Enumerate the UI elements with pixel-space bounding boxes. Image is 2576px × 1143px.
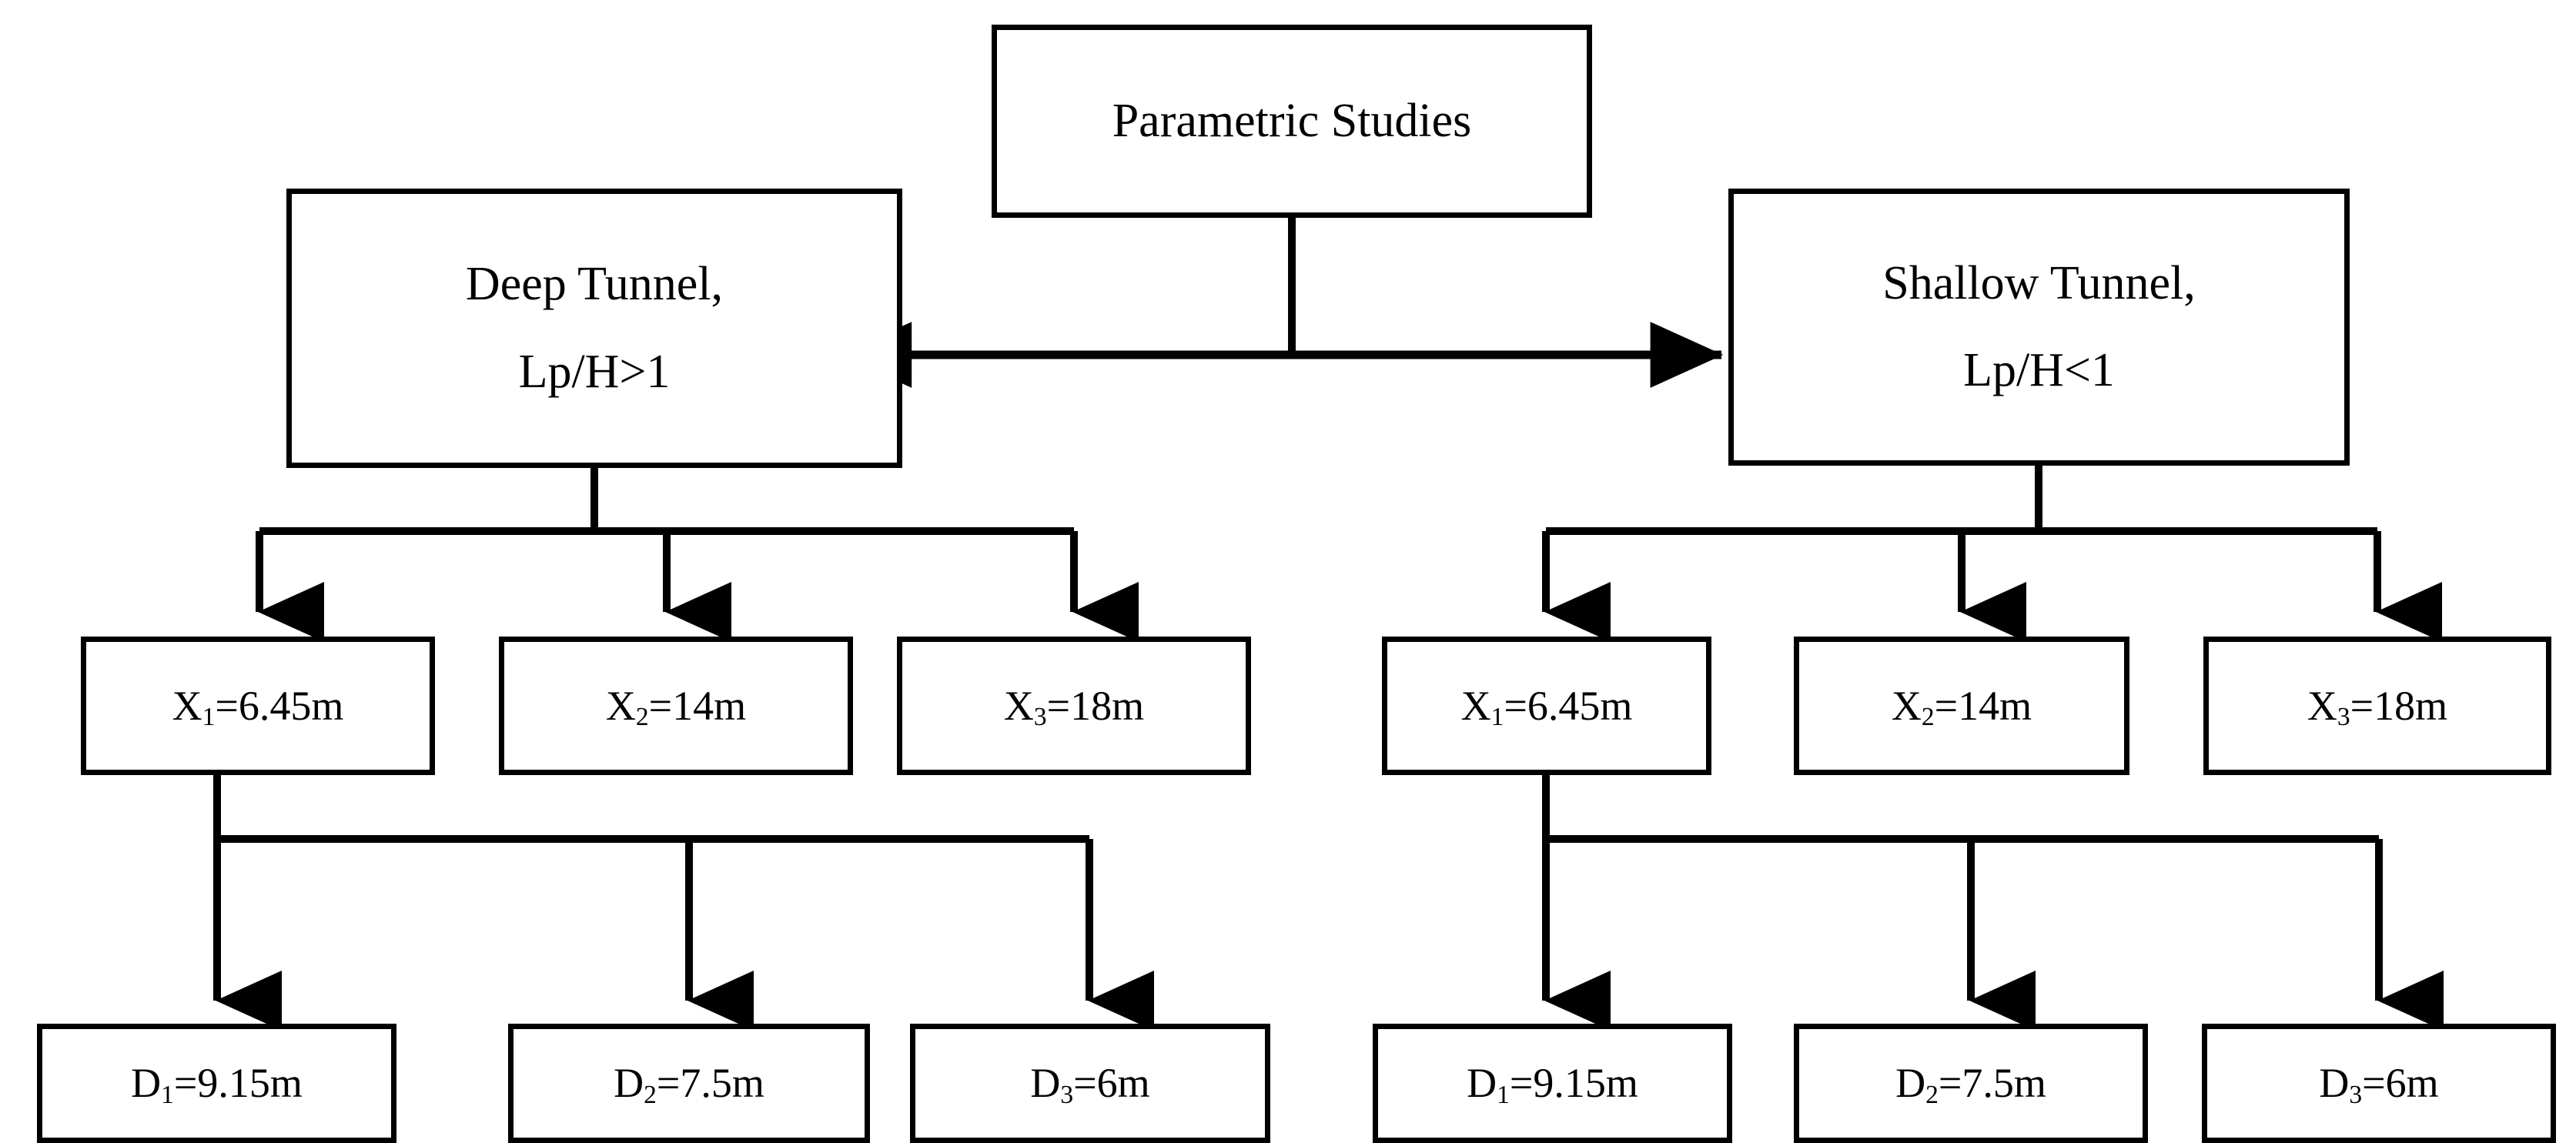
node-deep-x2[interactable]: X2=14m [499, 637, 853, 775]
node-shallow-x1[interactable]: X1=6.45m [1382, 637, 1711, 775]
node-deep-x3-label: X3=18m [1003, 682, 1145, 732]
node-shallow-x2-label: X2=14m [1891, 682, 2032, 732]
node-shallow-tunnel-label-line1: Shallow Tunnel, [1882, 256, 2196, 309]
node-shallow-tunnel[interactable]: Shallow Tunnel, Lp/H<1 [1728, 189, 2350, 466]
node-deep-tunnel-label-line1: Deep Tunnel, [465, 258, 724, 311]
node-shallow-x1-label: X1=6.45m [1460, 682, 1633, 732]
node-deep-x2-label: X2=14m [605, 682, 747, 732]
node-deep-d3[interactable]: D3=6m [910, 1024, 1270, 1143]
node-shallow-d3[interactable]: D3=6m [2202, 1024, 2556, 1143]
node-shallow-x2[interactable]: X2=14m [1794, 637, 2129, 775]
node-shallow-x3[interactable]: X3=18m [2203, 637, 2551, 775]
node-shallow-x3-label: X3=18m [2307, 682, 2448, 732]
node-shallow-tunnel-label-line2: Lp/H<1 [1963, 344, 2115, 396]
node-shallow-d3-label: D3=6m [2319, 1060, 2439, 1109]
node-shallow-d1-label: D1=9.15m [1467, 1060, 1638, 1109]
node-deep-tunnel-label-line2: Lp/H>1 [518, 345, 671, 398]
node-deep-d3-label: D3=6m [1030, 1060, 1150, 1109]
node-parametric-studies[interactable]: Parametric Studies [992, 25, 1592, 218]
node-deep-d1-label: D1=9.15m [131, 1060, 303, 1109]
node-deep-x1-label: X1=6.45m [172, 682, 344, 732]
node-deep-d2[interactable]: D2=7.5m [508, 1024, 870, 1143]
node-deep-d1[interactable]: D1=9.15m [37, 1024, 396, 1143]
node-deep-x1[interactable]: X1=6.45m [81, 637, 435, 775]
node-shallow-d2-label: D2=7.5m [1895, 1060, 2046, 1109]
node-shallow-d2[interactable]: D2=7.5m [1794, 1024, 2148, 1143]
node-deep-x3[interactable]: X3=18m [897, 637, 1251, 775]
node-parametric-studies-label: Parametric Studies [1112, 94, 1472, 147]
node-deep-d2-label: D2=7.5m [614, 1060, 764, 1109]
node-deep-tunnel[interactable]: Deep Tunnel, Lp/H>1 [286, 189, 902, 468]
node-shallow-d1[interactable]: D1=9.15m [1373, 1024, 1732, 1143]
